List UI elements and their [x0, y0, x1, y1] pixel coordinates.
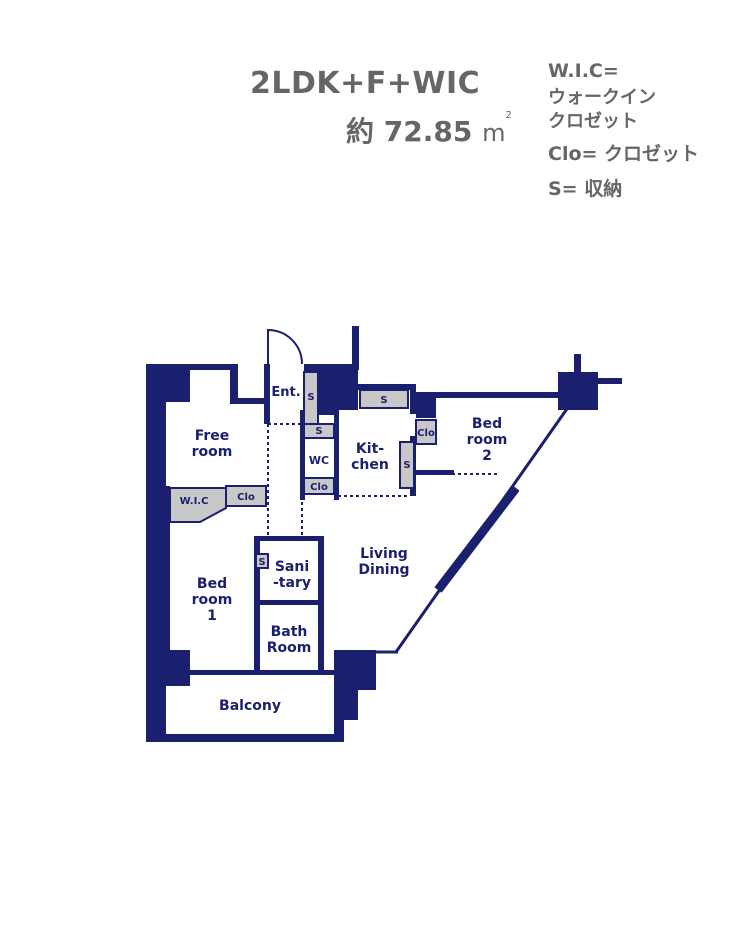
label-ent-storage: S: [307, 392, 314, 403]
label-bedroom2-3: 2: [482, 448, 492, 464]
entrance-door-swing: [267, 328, 303, 366]
label-living-2: Dining: [358, 562, 409, 578]
label-clo-wic: Clo: [237, 492, 255, 503]
label-living-1: Living: [360, 546, 408, 562]
clo-wic: [225, 485, 267, 507]
clo-bed2: [415, 419, 437, 445]
floor-area: 約 72.85 m2: [346, 110, 512, 150]
label-kitchen-storage-side: S: [403, 460, 410, 471]
layout-type-title: 2LDK+F+WIC: [250, 66, 481, 101]
sanitary-storage: [255, 553, 269, 569]
label-bedroom2-2: room: [467, 432, 508, 448]
label-bedroom1-3: 1: [207, 608, 217, 624]
area-unit: m: [482, 119, 506, 147]
label-wc-storage: S: [315, 426, 322, 437]
kitchen-storage-side: [399, 441, 415, 489]
label-free-room-1: Free: [195, 428, 230, 444]
legend-clo: Clo= クロゼット: [548, 143, 700, 165]
label-free-room-2: room: [192, 444, 233, 460]
label-sanitary-storage: S: [258, 557, 265, 568]
label-clo-wc: Clo: [310, 482, 328, 493]
label-bath-2: Room: [267, 640, 312, 656]
label-bedroom2-1: Bed: [472, 416, 502, 432]
label-kitchen-2: chen: [351, 457, 389, 473]
label-sanitary-2: -tary: [273, 575, 311, 591]
legend-wic-desc-1: ウォークイン: [548, 87, 656, 108]
label-kitchen-storage-top: S: [380, 395, 387, 406]
legend-wic: W.I.C=: [548, 60, 619, 82]
label-bath-1: Bath: [271, 624, 308, 640]
wc-storage: [303, 423, 335, 439]
legend-storage: S= 収納: [548, 178, 623, 200]
label-bedroom1-1: Bed: [197, 576, 227, 592]
clo-wc: [303, 477, 335, 495]
label-wic: W.I.C: [180, 496, 209, 507]
window-band: [434, 485, 520, 593]
label-clo-bed2: Clo: [417, 428, 435, 439]
wic-closet: [169, 487, 227, 523]
area-unit-sup: 2: [505, 110, 512, 121]
legend-wic-desc-2: クロゼット: [548, 111, 638, 132]
area-value: 72.85: [383, 115, 473, 148]
label-balcony: Balcony: [219, 698, 281, 714]
label-wc: WC: [309, 454, 329, 467]
label-sanitary-1: Sani: [275, 559, 309, 575]
walls: [146, 326, 622, 742]
label-entrance: Ent.: [271, 385, 300, 400]
storage-units: [169, 371, 437, 569]
kitchen-storage-top: [359, 389, 409, 409]
label-bedroom1-2: room: [192, 592, 233, 608]
label-kitchen-1: Kit-: [356, 441, 384, 457]
area-prefix: 約: [346, 115, 375, 148]
